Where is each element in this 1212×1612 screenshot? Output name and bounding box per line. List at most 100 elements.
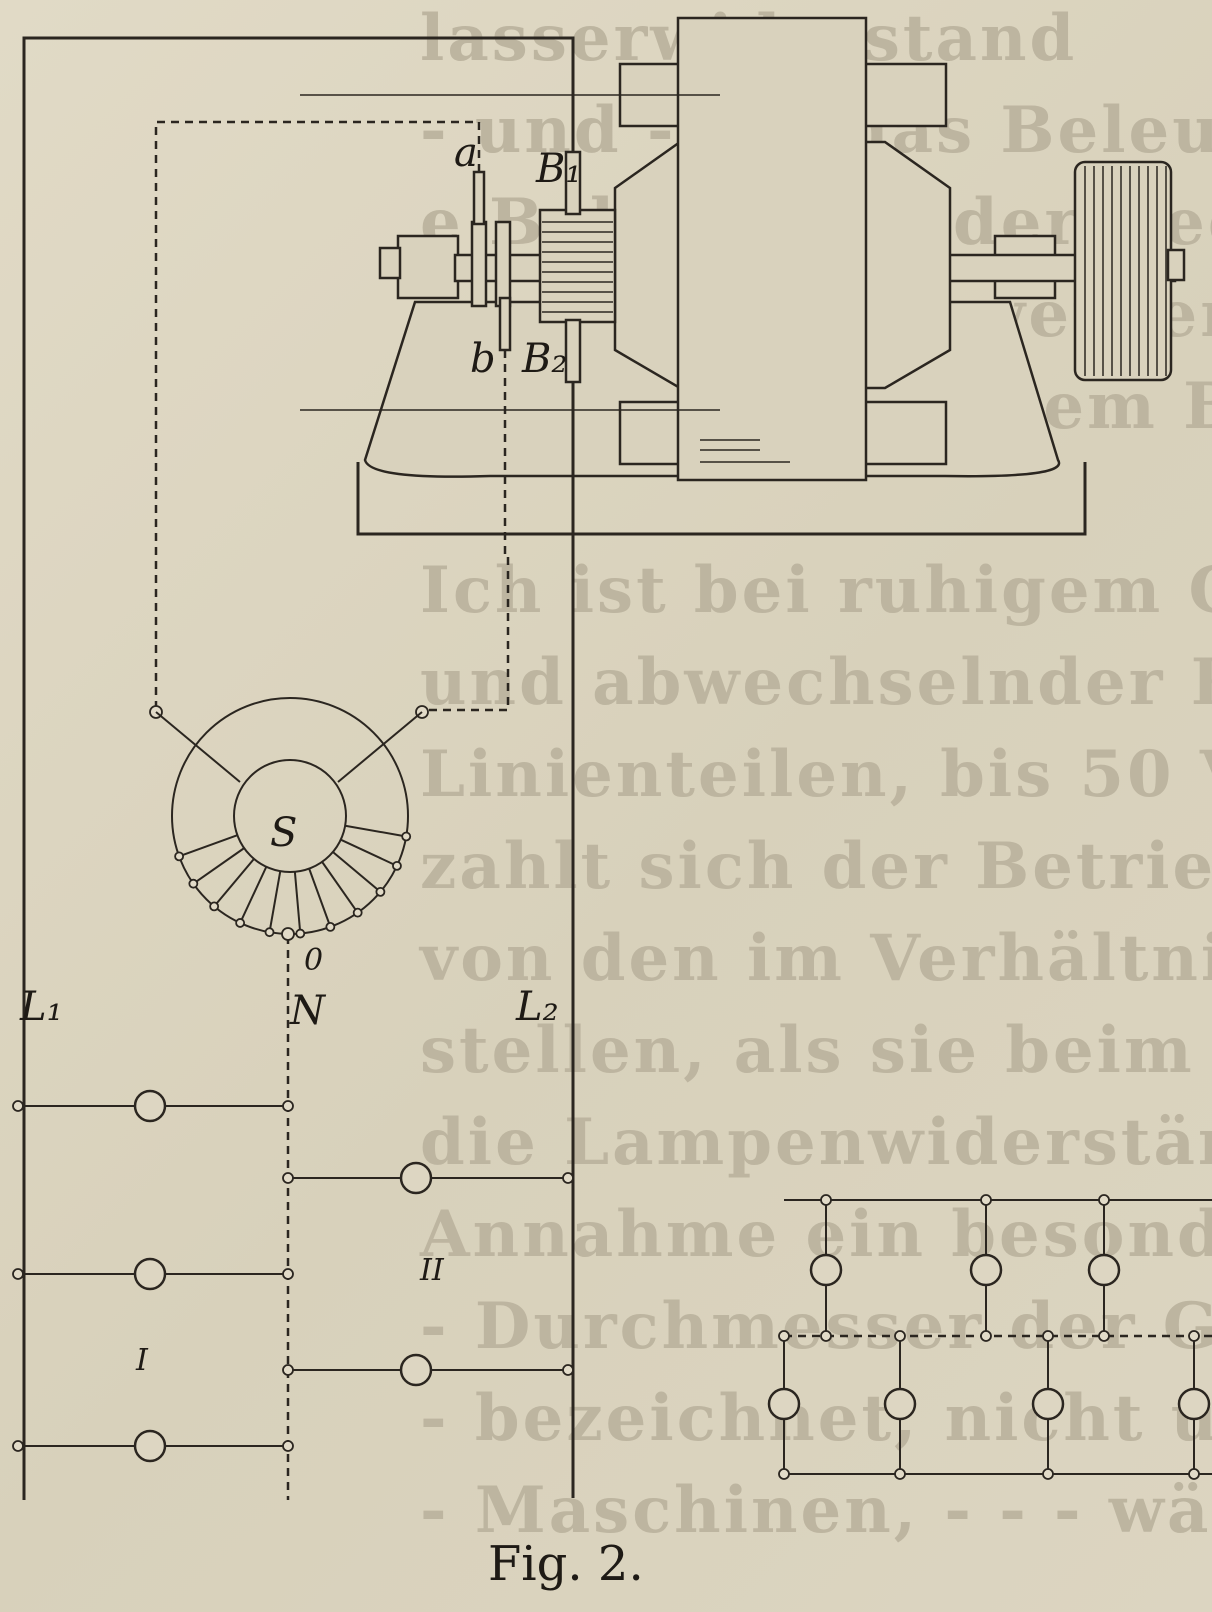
coil-winding (340, 838, 398, 867)
coil-inner-ring (233, 759, 347, 873)
coil-lead-left (155, 711, 241, 783)
junction (778, 1468, 790, 1480)
network-lamp (1177, 1387, 1211, 1421)
main-wiring (22, 36, 575, 1500)
coil-winding (239, 866, 268, 924)
figure-caption: Fig. 2. (488, 1536, 644, 1592)
background-text-line: - Maschinen, - - - während (420, 1473, 1212, 1548)
line-L1-conductor (22, 36, 575, 1500)
junction (980, 1194, 992, 1206)
label-slip-ring-b: b (470, 336, 496, 382)
left-bearing (396, 234, 460, 300)
label-slip-ring-a: a (454, 130, 478, 176)
coil-tap (209, 901, 220, 912)
junction (282, 1268, 294, 1280)
coil-winding (268, 870, 282, 933)
network-lamp (767, 1387, 801, 1421)
coil-windings (174, 824, 412, 939)
lamp-I-1 (133, 1089, 167, 1123)
pulley-hub (1166, 248, 1186, 282)
label-zero-tap: 0 (304, 943, 323, 978)
network-lamps (767, 1194, 1211, 1480)
slip-ring-1 (470, 220, 488, 308)
label-line-L2: L₂ (515, 984, 559, 1030)
coil-tap (235, 918, 246, 928)
coil-winding (293, 871, 302, 934)
coil-tap (325, 921, 336, 932)
coil-lead-right (337, 711, 423, 783)
dashed-lead-a (154, 120, 481, 712)
junction (1188, 1468, 1200, 1480)
junction (562, 1172, 574, 1184)
label-brush-B1: B₁ (535, 146, 581, 192)
coil-tap (352, 907, 363, 918)
slip-ring-brush-a (472, 170, 486, 226)
network-lamp (1031, 1387, 1065, 1421)
left-bearing-cap (378, 246, 402, 280)
lamp-I-2 (133, 1257, 167, 1291)
coil-winding (192, 847, 245, 885)
lamp-II-2 (399, 1353, 433, 1387)
coil-tap (375, 886, 386, 897)
junction (820, 1194, 832, 1206)
junction (980, 1330, 992, 1342)
machine-base-plate (356, 462, 1087, 536)
pole-shoe-bottom-right (860, 400, 948, 466)
label-group-I: I (135, 1343, 149, 1378)
coil-tap (295, 928, 306, 939)
network-lamp (809, 1253, 843, 1287)
slip-ring-2 (494, 220, 512, 308)
label-neutral-N: N (289, 988, 327, 1034)
junction (282, 1100, 294, 1112)
lamp-II-1 (399, 1161, 433, 1195)
background-text-line: von den im Verhältnis zur Sp (418, 921, 1212, 996)
pole-shoe-top-right (860, 62, 948, 128)
network-lamp (1087, 1253, 1121, 1287)
commutator (538, 208, 617, 324)
label-brush-B2: B₂ (521, 336, 567, 382)
commutator-hatching (542, 221, 613, 313)
network-lamp (883, 1387, 917, 1421)
coil-zero-tap (281, 927, 295, 941)
background-text-line: Ich ist bei ruhigem Gleichstromgem (420, 553, 1212, 628)
junction (778, 1330, 790, 1342)
label-group-II: II (419, 1253, 445, 1288)
background-text-line: stellen, als sie beim Maschinen (420, 1013, 1212, 1088)
coil-tap (174, 851, 185, 862)
coil-winding (321, 861, 359, 914)
brush-B2 (564, 318, 582, 384)
lamp-network (767, 1194, 1212, 1480)
coil-winding (213, 858, 255, 908)
coil-winding (344, 824, 407, 838)
junction (820, 1330, 832, 1342)
junction (282, 1172, 294, 1184)
dynamo-machine (300, 16, 1186, 536)
background-text-line: zahlt sich der Betrieb ganz (420, 829, 1212, 904)
junction (1042, 1330, 1054, 1342)
coil-winding (178, 834, 238, 858)
junction (282, 1440, 294, 1452)
junction (12, 1100, 24, 1112)
lamp-circuits (12, 1089, 574, 1463)
coil-tap (401, 831, 412, 842)
background-text-line: Linienteilen, bis 50 Volt (420, 737, 1212, 812)
junction (562, 1364, 574, 1376)
background-text-line: - Durchmesser der Gemeinde vo (420, 1289, 1212, 1364)
label-coil-S: S (270, 810, 297, 856)
diagram-labels: B₁ B₂ a b S 0 N L₁ L₂ I II (19, 130, 581, 1378)
junction (12, 1268, 24, 1280)
background-text-line: die Lampenwiderstände bedeutend (420, 1105, 1212, 1180)
junction (12, 1440, 24, 1452)
yoke-hatching (300, 94, 790, 463)
coil-tap (264, 927, 275, 938)
label-line-L1: L₁ (19, 984, 63, 1030)
background-text-line: - bezeichnet, nicht unter den (420, 1381, 1212, 1456)
junction (1098, 1194, 1110, 1206)
coil-winding (308, 868, 332, 928)
junction (1188, 1330, 1200, 1342)
junction (282, 1364, 294, 1376)
junction (894, 1330, 906, 1342)
coil-tap (188, 878, 199, 889)
